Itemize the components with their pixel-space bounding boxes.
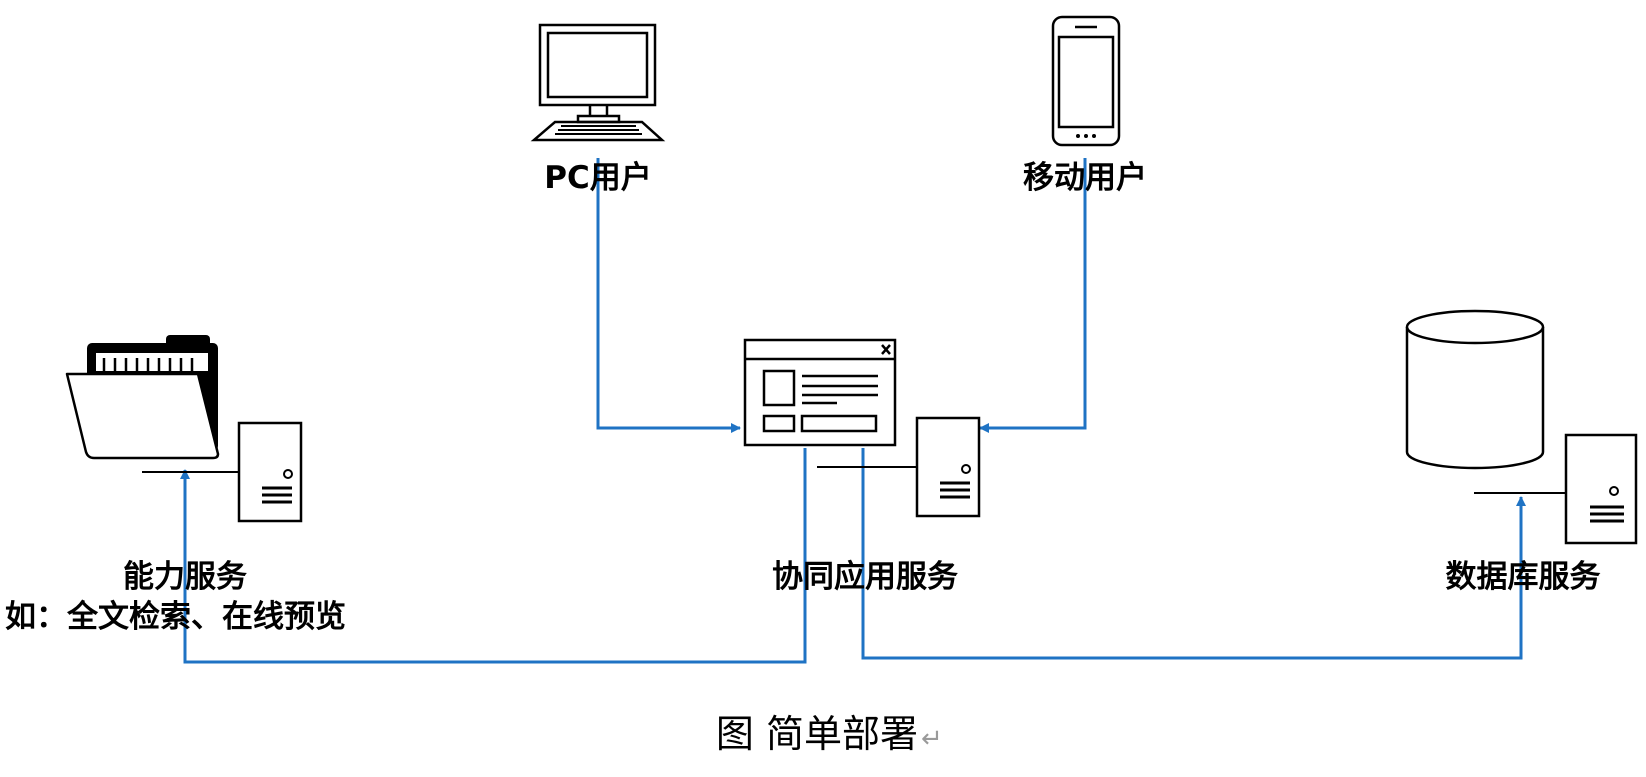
database-service-label: 数据库服务: [1446, 559, 1601, 595]
server-icon: [817, 416, 981, 518]
connector-collab-to-database: [861, 448, 1526, 660]
desktop-computer-icon: [530, 23, 666, 142]
collab-service-label: 协同应用服务: [772, 559, 958, 595]
database-cylinder-icon: [1405, 309, 1545, 470]
paragraph-mark: ↵: [921, 724, 943, 754]
capability-service-label: 能力服务: [123, 559, 247, 595]
connector-collab-to-capability: [180, 448, 807, 664]
capability-service-sublabel: 如：全文检索、在线预览: [5, 599, 346, 635]
mobile-user-label: 移动用户: [1023, 160, 1147, 196]
server-icon: [1474, 433, 1638, 545]
connector-mobile-to-collab: [979, 158, 1087, 433]
smartphone-icon: [1051, 15, 1121, 147]
connectors: [180, 158, 1526, 664]
server-icon: [142, 421, 303, 523]
figure-caption: 图 简单部署: [716, 712, 918, 756]
connector-pc-to-collab: [596, 158, 741, 433]
pc-user-label: PC用户: [544, 160, 651, 196]
app-window-icon: [743, 338, 897, 447]
folder-icon: [65, 335, 220, 460]
